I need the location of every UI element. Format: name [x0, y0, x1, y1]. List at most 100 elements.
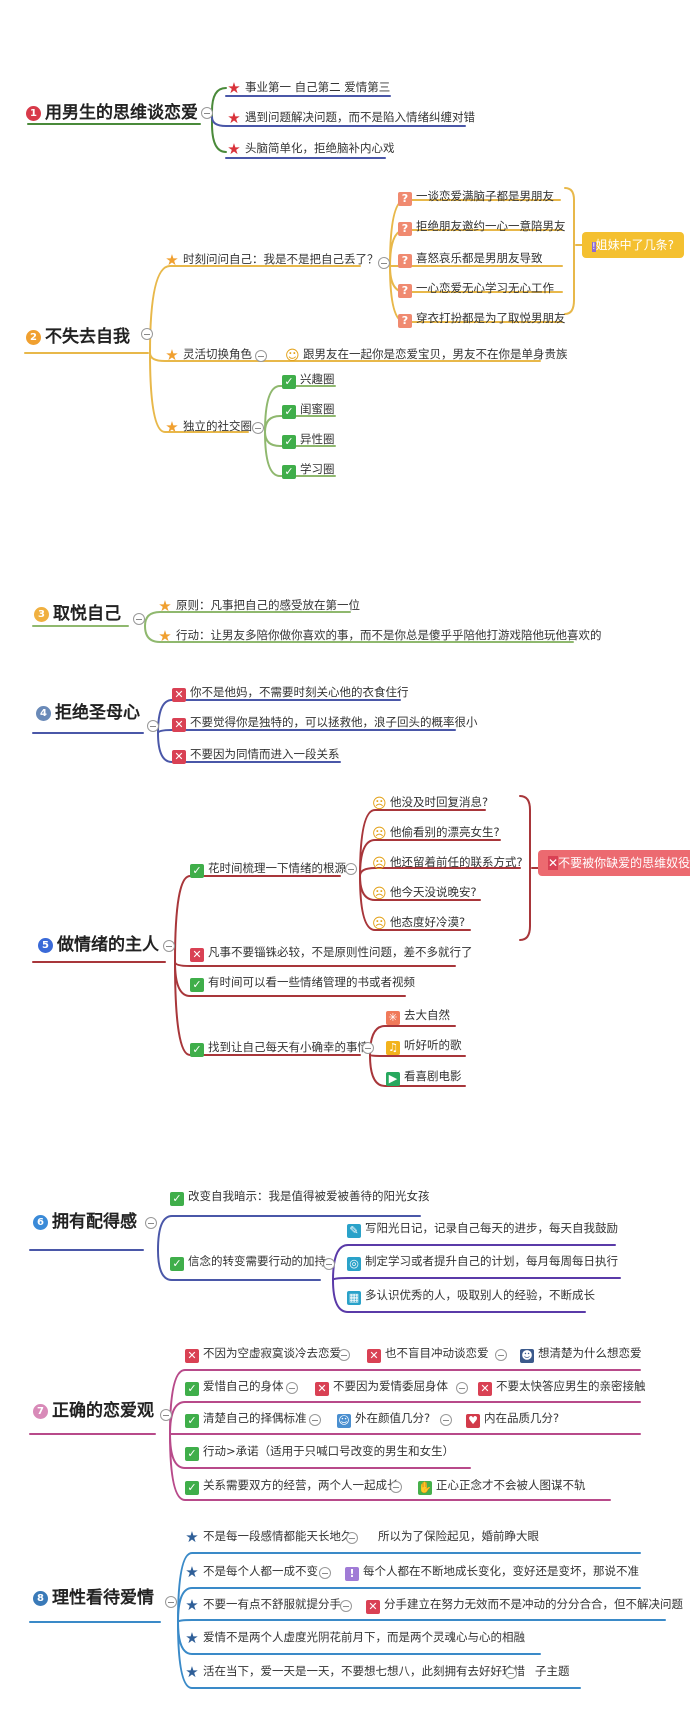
links-s5 — [32, 795, 546, 1087]
s7-r3-b: ☺外在颜值几分? — [337, 1411, 431, 1428]
collapse-s5[interactable] — [163, 940, 175, 952]
s1-item-2: ★遇到问题解决问题，而不是陷入情绪纠缠对错 — [227, 109, 475, 127]
s7-r1-c: ☻想清楚为什么想恋爱 — [520, 1346, 642, 1363]
smiley-icon: ☺ — [285, 348, 300, 364]
collapse-s8[interactable] — [165, 1596, 177, 1608]
collapse-s2[interactable] — [141, 328, 153, 340]
worried-face-icon: ☹ — [372, 826, 387, 842]
check-icon: ✓ — [190, 978, 204, 992]
s2-q-2: ?拒绝朋友邀约一心一意陪男友 — [398, 218, 566, 236]
worried-face-icon: ☹ — [372, 796, 387, 812]
collapse-s3[interactable] — [133, 613, 145, 625]
cross-icon: ✕ — [478, 1382, 492, 1396]
s7-r4-a: ✓行动>承诺（适用于只喊口号改变的男生和女生） — [185, 1443, 454, 1461]
s2-circle-3: ✓异性圈 — [282, 431, 335, 449]
question-icon: ? — [398, 222, 412, 236]
collapse-s5-b4[interactable] — [362, 1042, 374, 1054]
section-1-title-text: 用男生的思维谈恋爱 — [45, 103, 198, 123]
star-icon: ★ — [227, 79, 241, 97]
links-s7 — [29, 1369, 641, 1501]
s8-r1-b: 所以为了保险起见，婚前睁大眼 — [378, 1529, 539, 1543]
section-7-number: 7 — [33, 1404, 48, 1419]
check-icon: ✓ — [190, 864, 204, 878]
collapse-s8-r1[interactable] — [346, 1532, 358, 1544]
collapse-s7-r2b[interactable] — [456, 1382, 468, 1394]
cross-icon: ✕ — [185, 1349, 199, 1363]
s7-r5-a: ✓关系需要双方的经营，两个人一起成长 — [185, 1477, 399, 1495]
collapse-s2-b2[interactable] — [255, 350, 267, 362]
star-icon: ★ — [185, 1596, 199, 1614]
check-icon: ✓ — [170, 1192, 184, 1206]
collapse-s7-r2a[interactable] — [286, 1382, 298, 1394]
cross-icon: ✕ — [548, 856, 559, 870]
collapse-s4[interactable] — [147, 720, 159, 732]
s3-item-2: ★行动：让男友多陪你做你喜欢的事，而不是你总是傻乎乎陪他打游戏陪他玩他喜欢的 — [158, 627, 602, 645]
star-icon: ★ — [227, 109, 241, 127]
collapse-s7-r3a[interactable] — [309, 1414, 321, 1426]
links-s8 — [29, 1552, 666, 1689]
s8-r1-a: ★不是每一段感情都能天长地久 — [185, 1528, 353, 1546]
cross-icon: ✕ — [367, 1349, 381, 1363]
collapse-s8-r5[interactable] — [505, 1667, 517, 1679]
check-icon: ✓ — [282, 375, 296, 389]
section-2-number: 2 — [26, 330, 41, 345]
s7-r2-a: ✓爱惜自己的身体 — [185, 1378, 284, 1396]
s5-joy-2: ♫听好听的歌 — [386, 1037, 462, 1055]
heart-icon: ♥ — [466, 1414, 480, 1428]
check-icon: ✓ — [282, 405, 296, 419]
collapse-s6-b2[interactable] — [323, 1258, 335, 1270]
s1-item-1: ★事业第一 自己第二 爱情第三 — [227, 79, 391, 97]
collapse-s7-r1b[interactable] — [495, 1349, 507, 1361]
collapse-s6[interactable] — [145, 1217, 157, 1229]
thinking-person-icon: ☻ — [520, 1349, 534, 1363]
collapse-s7-r5a[interactable] — [390, 1481, 402, 1493]
check-icon: ✓ — [185, 1382, 199, 1396]
s8-r2-a: ★不是每个人都一成不变 — [185, 1563, 318, 1581]
collapse-s8-r2[interactable] — [319, 1567, 331, 1579]
s2-q-1: ?一谈恋爱满脑子都是男朋友 — [398, 188, 554, 206]
cross-icon: ✕ — [172, 688, 186, 702]
collapse-s5-b1[interactable] — [345, 863, 357, 875]
s5-branch-2: ✕凡事不要锱铢必较，不是原则性问题，差不多就行了 — [190, 944, 473, 962]
cross-icon: ✕ — [315, 1382, 329, 1396]
section-3-number: 3 — [34, 607, 49, 622]
s5-q-3: ☹他还留着前任的联系方式? — [372, 855, 523, 872]
question-icon: ? — [398, 254, 412, 268]
section-4-number: 4 — [36, 706, 51, 721]
collapse-s2-b1[interactable] — [378, 257, 390, 269]
s5-joy-1: ✳去大自然 — [386, 1007, 450, 1025]
star-icon: ★ — [165, 251, 179, 269]
s5-branch-4: ✓找到让自己每天有小确幸的事情 — [190, 1039, 369, 1057]
star-icon: ★ — [185, 1663, 199, 1681]
s8-r3-a: ★不要一有点不舒服就提分手 — [185, 1596, 341, 1614]
s7-r2-b: ✕不要因为爱情委屈身体 — [315, 1378, 448, 1396]
collapse-s8-r3[interactable] — [340, 1600, 352, 1612]
cross-icon: ✕ — [366, 1600, 380, 1614]
check-icon: ✓ — [282, 465, 296, 479]
s4-item-1: ✕你不是他妈，不需要时刻关心他的衣食住行 — [172, 684, 409, 702]
collapse-s1[interactable] — [201, 107, 213, 119]
s5-q-4: ☹他今天没说晚安? — [372, 885, 477, 902]
s5-summary-tag: ✕不要被你缺爱的思维奴役 — [538, 850, 690, 876]
collapse-s7[interactable] — [160, 1409, 172, 1421]
play-icon: ▶ — [386, 1072, 400, 1086]
question-icon: ? — [398, 314, 412, 328]
s2-q-5: ?穿衣打扮都是为了取悦男朋友 — [398, 310, 566, 328]
section-5-number: 5 — [38, 938, 53, 953]
s6-branch-1: ✓改变自我暗示：我是值得被爱被善待的阳光女孩 — [170, 1188, 430, 1206]
cross-icon: ✕ — [172, 718, 186, 732]
section-8-number: 8 — [33, 1591, 48, 1606]
check-icon: ✓ — [190, 1043, 204, 1057]
star-icon: ★ — [158, 597, 172, 615]
question-icon: ? — [398, 192, 412, 206]
collapse-s2-b3[interactable] — [252, 422, 264, 434]
s2-branch-2: ★灵活切换角色 — [165, 346, 252, 364]
section-6-number: 6 — [33, 1215, 48, 1230]
collapse-s7-r1a[interactable] — [338, 1349, 350, 1361]
collapse-s7-r3b[interactable] — [440, 1414, 452, 1426]
